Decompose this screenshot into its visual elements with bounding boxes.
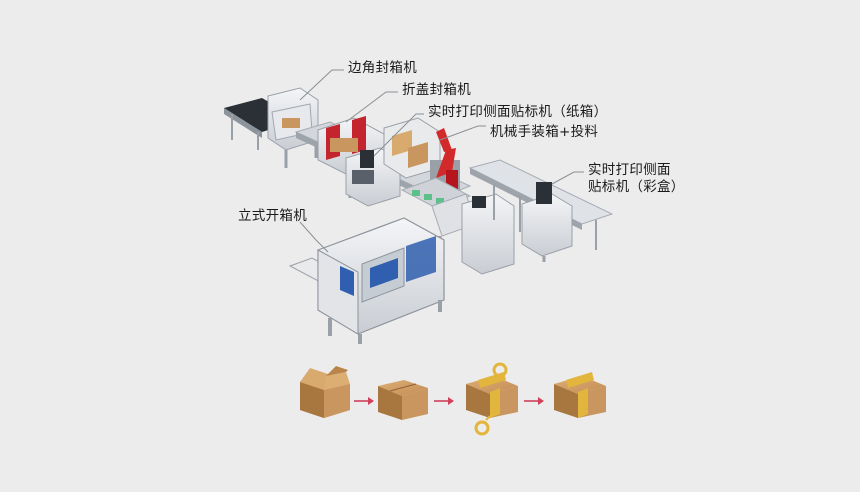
production-line	[224, 87, 614, 344]
label-realtime-labeler-box: 实时打印侧面 贴标机（彩盒）	[588, 162, 685, 196]
carton-magazine	[383, 117, 441, 179]
control-cabinet	[461, 193, 515, 275]
folded-carton	[378, 380, 428, 420]
label-corner-sealer: 边角封箱机	[348, 60, 417, 76]
label-realtime-labeler-box-line1: 实时打印侧面	[588, 162, 671, 178]
label-fold-lid-sealer: 折盖封箱机	[402, 82, 471, 98]
label-realtime-labeler-carton: 实时打印侧面贴标机（纸箱）	[428, 104, 608, 120]
open-carton	[300, 366, 350, 418]
arrow-2	[434, 397, 454, 405]
sealed-carton	[554, 372, 606, 418]
arrow-1	[354, 397, 374, 405]
label-robot-packing: 机械手装箱+投料	[490, 124, 599, 140]
box-labeler-machine	[521, 182, 573, 262]
label-realtime-labeler-box-line2: 贴标机（彩盒）	[588, 179, 685, 195]
arrow-3	[524, 397, 544, 405]
callout-leaders	[299, 69, 584, 253]
vertical-erector-machine	[288, 217, 445, 344]
taping-carton	[466, 362, 518, 436]
process-steps	[300, 362, 606, 436]
label-vertical-erector: 立式开箱机	[238, 208, 307, 224]
